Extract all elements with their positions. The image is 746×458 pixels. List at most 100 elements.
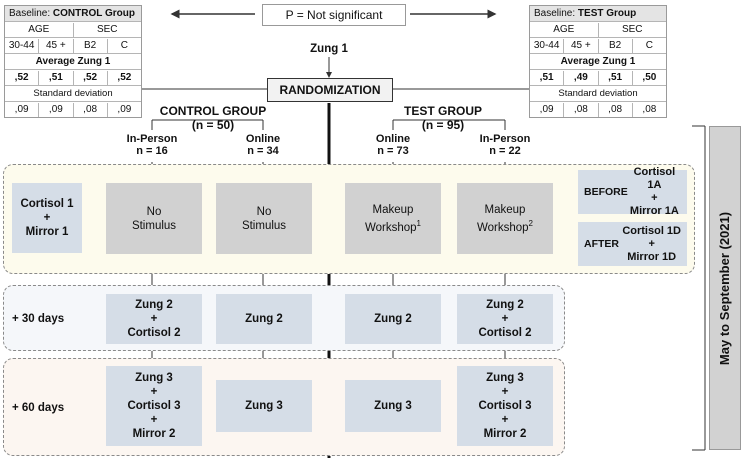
arm-n: n = 34 <box>247 145 279 157</box>
sd-value: ,08 <box>72 102 107 117</box>
baseline-test-table: Baseline: TEST Group AGE SEC 30-44 45 + … <box>529 5 667 118</box>
avg-value: ,50 <box>631 70 666 85</box>
cortisol1-box: Cortisol 1 + Mirror 1 <box>12 183 82 253</box>
box-line: Zung 3 <box>135 372 173 384</box>
zung1-label: Zung 1 <box>310 43 348 55</box>
arm-label: Online <box>245 133 281 145</box>
box-line: Cortisol 1A <box>633 166 676 191</box>
box-line: Cortisol 2 <box>127 327 181 339</box>
box-plus: + <box>150 313 158 325</box>
test-group-title: TEST GROUP (n = 95) <box>404 104 482 132</box>
baseline-title-prefix: Baseline: <box>534 8 576 19</box>
box-plus: + <box>501 313 509 325</box>
before-label: BEFORE <box>584 186 628 198</box>
zung3-full-box-test: Zung 3+Cortisol 3+Mirror 2 <box>457 366 553 446</box>
after-label: AFTER <box>584 238 619 250</box>
box-line: Cortisol 1 <box>20 198 74 210</box>
box-line: Workshop <box>364 221 417 234</box>
box-line: Mirror 2 <box>483 428 527 440</box>
zung3-box-control-online: Zung 3 <box>216 380 312 432</box>
arm-n: n = 73 <box>377 145 409 157</box>
col-header: 30-44 <box>533 39 560 51</box>
box-plus: + <box>648 237 655 250</box>
sd-value: ,08 <box>563 102 597 117</box>
avg-label: Average Zung 1 <box>35 55 111 67</box>
before-box: BEFORE Cortisol 1A + Mirror 1A <box>578 166 687 217</box>
box-line: Mirror 2 <box>132 428 176 440</box>
period-label: May to September (2021) <box>717 211 733 365</box>
zung3-box-test-online: Zung 3 <box>345 380 441 432</box>
box-line: Stimulus <box>241 219 287 232</box>
sd-value: ,09 <box>539 103 554 115</box>
avg-value: ,51 <box>539 71 554 83</box>
col-header: C <box>631 38 666 53</box>
arm-label: In-Person <box>479 133 531 145</box>
sd-label: Standard deviation <box>558 87 638 99</box>
box-line: Cortisol 3 <box>478 400 532 412</box>
control-group-title: CONTROL GROUP (n = 50) <box>160 104 266 132</box>
footnote-sup: 2 <box>528 218 533 228</box>
box-line: Cortisol 1D <box>622 224 681 237</box>
box-line: No <box>256 205 272 218</box>
zung2-box-test-online: Zung 2 <box>345 294 441 344</box>
box-line: Stimulus <box>131 219 177 232</box>
sd-value: ,09 <box>14 103 29 115</box>
sd-value: ,08 <box>631 102 666 117</box>
box-line: Zung 2 <box>486 299 524 311</box>
period-label-box: May to September (2021) <box>709 126 741 450</box>
baseline-title-group: CONTROL Group <box>52 8 135 19</box>
box-plus: + <box>150 414 158 426</box>
box-plus: + <box>651 192 658 204</box>
box-line: Cortisol 3 <box>127 400 181 412</box>
col-header: 45 + <box>563 38 597 53</box>
zung3-full-box-control: Zung 3 + Cortisol 3 + Mirror 2 <box>106 366 202 446</box>
avg-value: ,52 <box>72 70 107 85</box>
zung2-cortisol2-box-control: Zung 2 + Cortisol 2 <box>106 294 202 344</box>
box-line: Workshop <box>476 221 529 234</box>
arm-label: In-Person <box>126 133 178 145</box>
baseline-control-table: Baseline: CONTROL Group AGE SEC 30-44 45… <box>4 5 142 118</box>
box-plus: + <box>501 386 509 398</box>
test-group-name: TEST GROUP <box>403 104 483 118</box>
col-header: B2 <box>72 38 107 53</box>
arm-test-online: Online n = 73 <box>376 133 410 157</box>
zung2-cortisol2-box-test: Zung 2 + Cortisol 2 <box>457 294 553 344</box>
col-header: C <box>106 38 141 53</box>
arm-control-in-person: In-Person n = 16 <box>127 133 178 157</box>
age-header: AGE <box>553 23 575 35</box>
control-group-n: (n = 50) <box>191 118 235 132</box>
sd-value: ,08 <box>597 102 632 117</box>
box-line: No <box>146 205 162 218</box>
test-group-n: (n = 95) <box>421 118 465 132</box>
box-line: Zung 3 <box>486 372 524 384</box>
box-line: Makeup <box>372 203 414 216</box>
zung2-box-control-online: Zung 2 <box>216 294 312 344</box>
col-header: 45 + <box>38 38 72 53</box>
days60-label: + 60 days <box>12 402 65 414</box>
avg-value: ,51 <box>597 70 632 85</box>
arm-n: n = 22 <box>489 145 521 157</box>
sd-value: ,09 <box>106 102 141 117</box>
box-plus: + <box>150 386 158 398</box>
box-line: Zung 2 <box>135 299 173 311</box>
box-line: Mirror 1A <box>629 205 679 217</box>
days30-label: + 30 days <box>12 313 65 325</box>
avg-value: ,52 <box>106 70 141 85</box>
box-line: Makeup <box>484 203 526 216</box>
sd-label: Standard deviation <box>33 87 113 99</box>
col-header: 30-44 <box>8 39 35 51</box>
arm-n: n = 16 <box>136 145 168 157</box>
arm-test-in-person: In-Person n = 22 <box>480 133 531 157</box>
sd-value: ,09 <box>38 102 72 117</box>
box-line: Cortisol 2 <box>478 327 532 339</box>
sec-header: SEC <box>72 22 142 37</box>
baseline-title-group: TEST Group <box>577 8 637 19</box>
age-header: AGE <box>28 23 50 35</box>
baseline-title-prefix: Baseline: <box>9 8 51 19</box>
arm-label: Online <box>375 133 411 145</box>
avg-value: ,52 <box>14 71 29 83</box>
